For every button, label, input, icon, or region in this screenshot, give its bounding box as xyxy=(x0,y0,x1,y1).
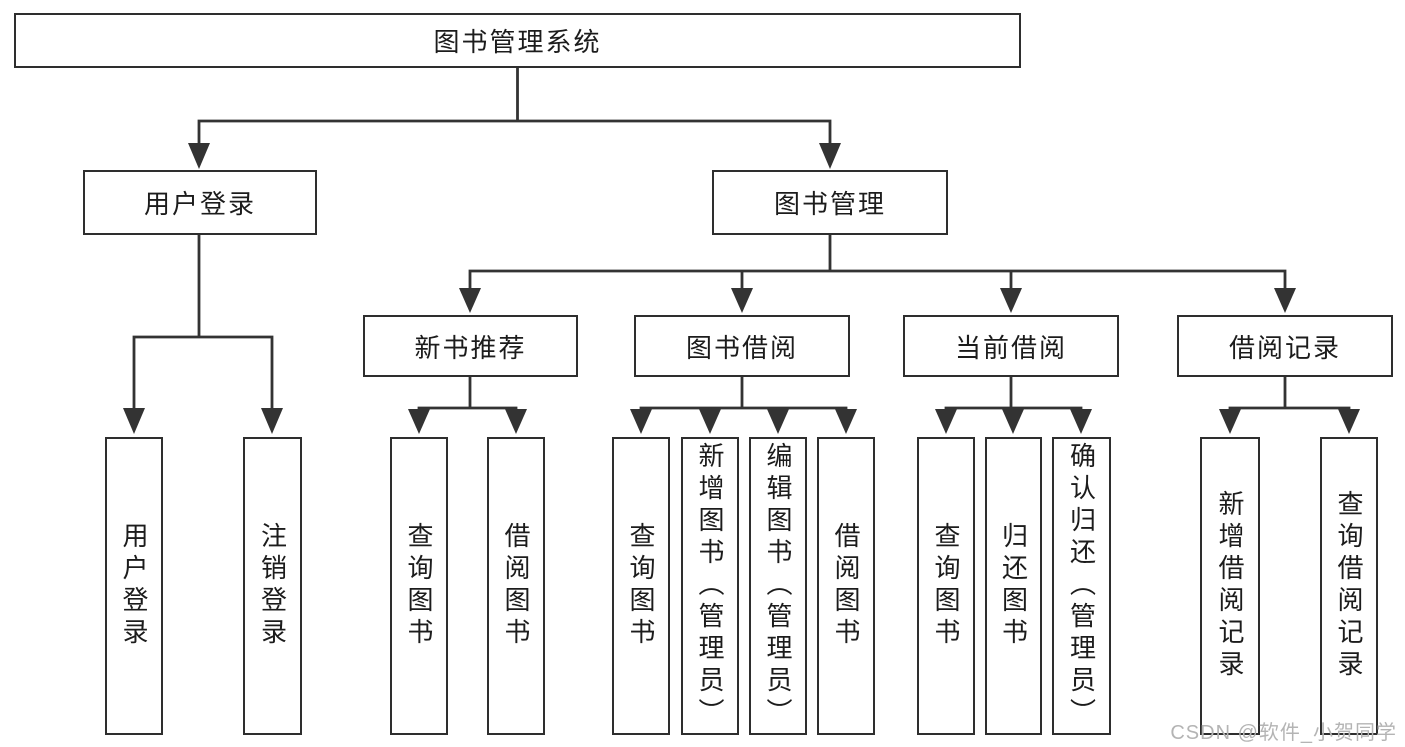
arrow-down-icon xyxy=(188,143,210,169)
arrow-down-icon xyxy=(731,288,753,313)
arrow-down-icon xyxy=(459,288,481,313)
node-new-book-recommend: 新书推荐 xyxy=(363,315,578,377)
leaf-return-book: 归还图书 xyxy=(985,437,1042,735)
arrow-down-icon xyxy=(408,409,430,434)
arrow-down-icon xyxy=(1274,288,1296,313)
csdn-watermark: CSDN @软件_小贺同学 xyxy=(1170,722,1397,744)
arrow-down-icon xyxy=(630,409,652,434)
node-book-borrow: 图书借阅 xyxy=(634,315,850,377)
leaf-label: 新增借阅记录 xyxy=(1215,490,1245,682)
leaf-query-book-3: 查询图书 xyxy=(917,437,975,735)
arrow-down-icon xyxy=(1338,409,1360,434)
leaf-query-borrow-record: 查询借阅记录 xyxy=(1320,437,1378,735)
leaf-label: 编辑图书（管理员） xyxy=(763,442,793,730)
leaf-label: 用户登录 xyxy=(119,522,149,650)
node-root-system: 图书管理系统 xyxy=(14,13,1021,68)
arrow-down-icon xyxy=(819,143,841,169)
arrow-down-icon xyxy=(123,408,145,434)
leaf-label: 借阅图书 xyxy=(501,522,531,650)
leaf-query-book-1: 查询图书 xyxy=(390,437,448,735)
leaf-confirm-return-admin: 确认归还（管理员） xyxy=(1052,437,1111,735)
leaf-borrow-book-1: 借阅图书 xyxy=(487,437,545,735)
arrow-down-icon xyxy=(935,409,957,434)
leaf-label: 查询图书 xyxy=(931,522,961,650)
leaf-label: 查询图书 xyxy=(404,522,434,650)
leaf-label: 归还图书 xyxy=(998,522,1029,650)
node-user-login-branch: 用户登录 xyxy=(83,170,317,235)
leaf-label: 确认归还（管理员） xyxy=(1066,442,1097,730)
arrow-down-icon xyxy=(767,409,789,434)
node-current-borrow: 当前借阅 xyxy=(903,315,1119,377)
leaf-add-borrow-record: 新增借阅记录 xyxy=(1200,437,1260,735)
leaf-query-book-2: 查询图书 xyxy=(612,437,670,735)
leaf-logout: 注销登录 xyxy=(243,437,302,735)
leaf-add-book-admin: 新增图书（管理员） xyxy=(681,437,739,735)
leaf-label: 查询借阅记录 xyxy=(1334,490,1364,682)
arrow-down-icon xyxy=(1002,409,1024,434)
arrow-down-icon xyxy=(261,408,283,434)
node-borrow-records: 借阅记录 xyxy=(1177,315,1393,377)
leaf-label: 新增图书（管理员） xyxy=(695,442,725,730)
leaf-borrow-book-2: 借阅图书 xyxy=(817,437,875,735)
arrow-down-icon xyxy=(835,409,857,434)
arrow-down-icon xyxy=(1070,409,1092,434)
node-book-management-branch: 图书管理 xyxy=(712,170,948,235)
leaf-label: 查询图书 xyxy=(626,522,656,650)
arrow-down-icon xyxy=(505,409,527,434)
leaf-label: 借阅图书 xyxy=(831,522,861,650)
arrow-down-icon xyxy=(1219,409,1241,434)
leaf-user-login: 用户登录 xyxy=(105,437,163,735)
leaf-label: 注销登录 xyxy=(257,522,288,650)
arrow-down-icon xyxy=(1000,288,1022,313)
leaf-edit-book-admin: 编辑图书（管理员） xyxy=(749,437,807,735)
arrow-down-icon xyxy=(699,409,721,434)
